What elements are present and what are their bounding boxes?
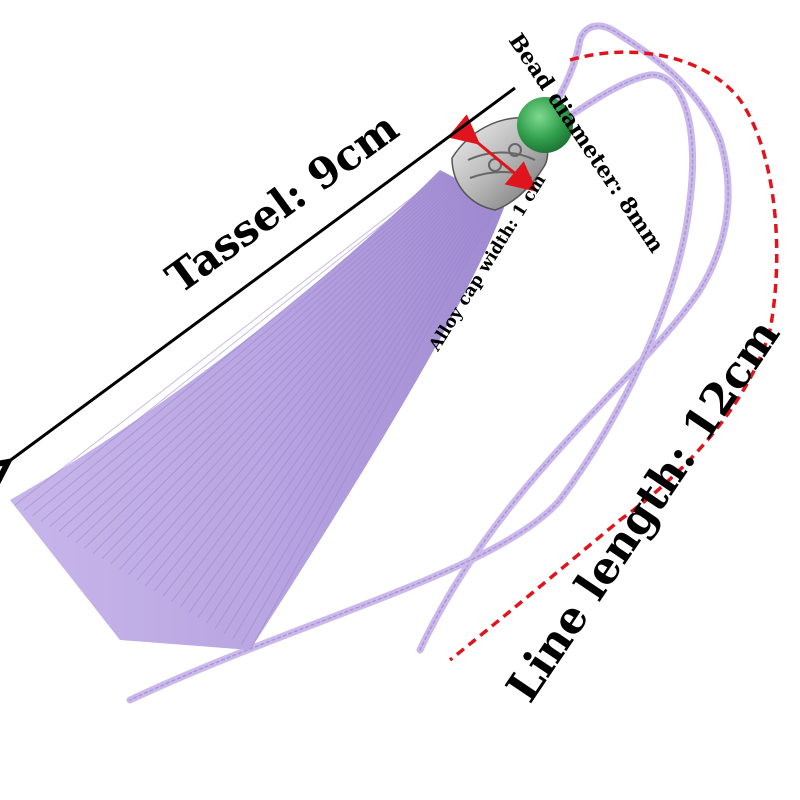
cap-width-arrow xyxy=(447,114,538,192)
tassel-length-arrow xyxy=(8,86,516,462)
line-length-label: Line length: 12cm xyxy=(497,310,790,711)
hanging-cords xyxy=(126,22,732,704)
tassel-body xyxy=(10,170,505,651)
line-length-dashed-line xyxy=(448,50,779,662)
